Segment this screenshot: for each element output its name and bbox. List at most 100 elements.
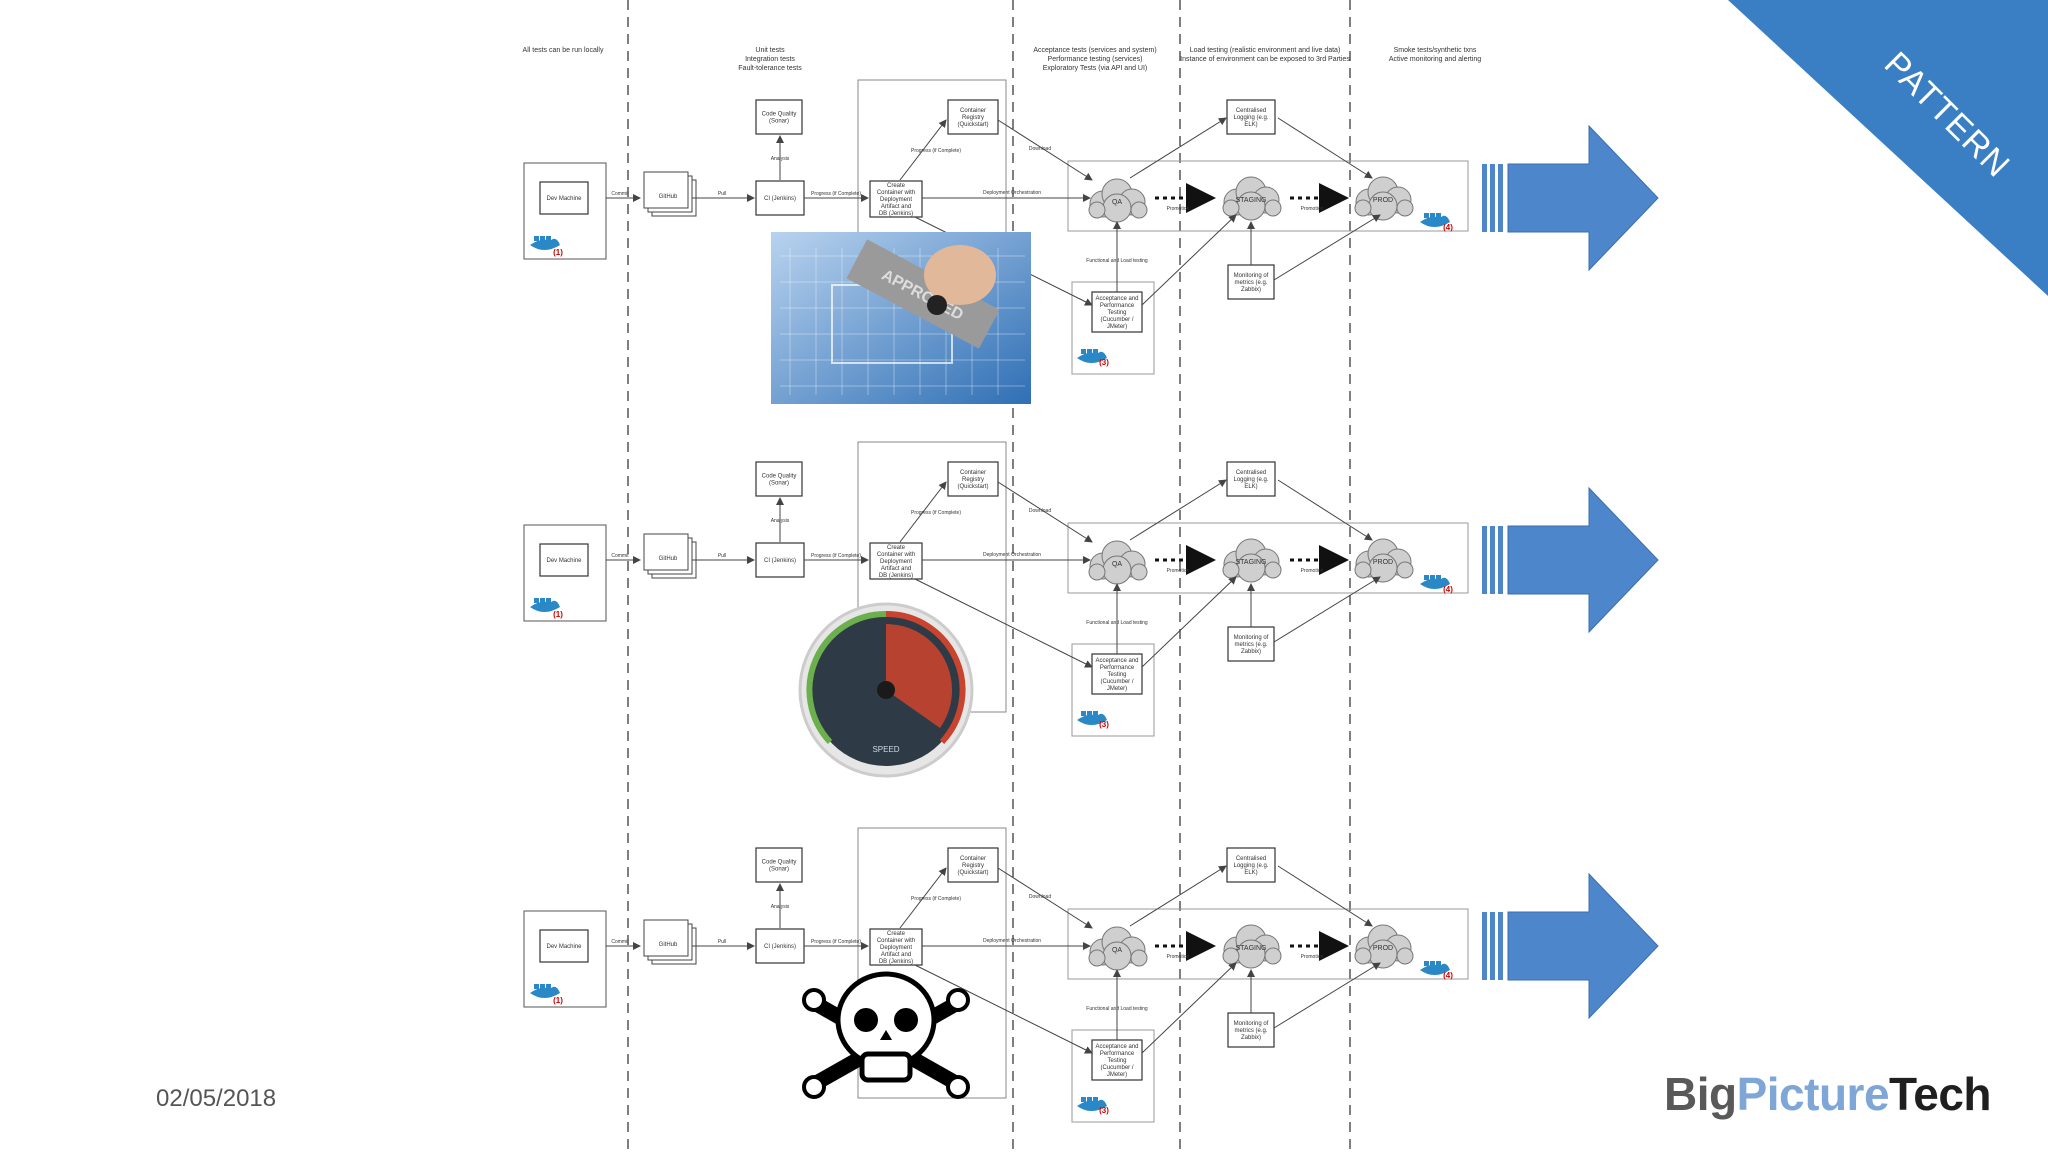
logging-box-label: ELK) [1244,870,1257,876]
edge-label: Pull [718,553,726,559]
dev-machine-box [539,929,589,963]
staging-cloud-label: STAGING [1236,197,1267,204]
skull-nose [880,1030,892,1040]
acceptance-box-label: (Cucumber / [1100,1065,1133,1071]
docker-container [534,236,539,241]
stamp-body [846,239,1000,349]
cloud-puff [1088,201,1106,219]
docker-container [540,598,545,603]
docker-whale [1420,577,1450,589]
docker-whale [1077,1099,1107,1111]
prod-cloud-label: PROD [1373,559,1393,566]
connector-arrow [1129,479,1227,541]
build-box-label: DB (Jenkins) [879,573,913,579]
dev-machine-box [539,543,589,577]
monitoring-box-label: Zabbix) [1241,1035,1261,1041]
cloud-puff [1130,563,1148,581]
edge-label: Download [1029,146,1051,152]
connector-arrow [1141,962,1237,1054]
stamp-handle [927,295,947,315]
prod-cloud: PROD [1354,924,1414,969]
docker-container [1430,575,1435,580]
logging-box-label: Logging (e.g. [1233,477,1268,483]
registry-box-label: Container [960,470,986,476]
code-quality-box-label: (Sonar) [769,481,789,487]
code-quality-box-label: (Sonar) [769,867,789,873]
docker-whale [1420,215,1450,227]
acceptance-box [1091,291,1143,333]
lane-header: Exploratory Tests (via API and UI) [1043,65,1148,72]
brand-part-2: Picture [1736,1068,1890,1120]
marker-label: (4) [1443,223,1453,232]
qa-cloud: QA [1088,926,1148,971]
monitoring-box-label: Monitoring of [1234,273,1269,279]
blue-arrow-stripe [1490,164,1495,232]
build-box [869,928,923,966]
connector-arrow [1277,117,1373,179]
edge-label: Analysis [771,904,790,910]
prod-cloud: PROD [1354,538,1414,583]
lane-header: Instance of environment can be exposed t… [1180,56,1350,63]
docker-container [1430,213,1435,218]
prod-cloud-label: PROD [1373,945,1393,952]
staging-cloud: STAGING [1222,176,1282,221]
lane-header: Performance testing (services) [1048,56,1143,63]
blue-arrow-stripe [1482,526,1487,594]
logging-box [1226,461,1276,497]
docker-container [1081,711,1086,716]
edge-label: Functional and Load testing [1086,1006,1148,1012]
marker-label: (1) [553,996,563,1005]
connector-arrow [1129,117,1227,179]
registry-box-label: Container [960,108,986,114]
edge-label: Deployment Orchestration [983,190,1041,196]
gauge-needle-hub [877,681,895,699]
edge-label: Promotion [1301,954,1324,960]
acceptance-box-label: Testing [1107,310,1126,316]
logging-box [1226,847,1276,883]
registry-box-label: Registry [962,115,984,121]
registry-box [947,847,999,883]
marker-label: (1) [553,248,563,257]
acceptance-box-label: Testing [1107,672,1126,678]
skull-eye [894,1008,918,1032]
docker-container [1430,961,1435,966]
docker-container [1087,349,1092,354]
acceptance-box-label: Performance [1100,665,1135,671]
brand-part-3: Tech [1889,1068,1991,1120]
monitoring-box-label: Zabbix) [1241,649,1261,655]
marker-label: (1) [553,610,563,619]
docker-container [1093,711,1098,716]
lane-header: Unit tests [755,47,785,54]
dev-machine-box-label: Dev Machine [546,196,582,202]
lane-header: Smoke tests/synthetic txns [1394,47,1477,54]
acceptance-box-label: Acceptance and [1095,1044,1138,1050]
code-quality-box [755,99,803,135]
monitoring-box [1227,1012,1275,1048]
edge-label: Pull [718,939,726,945]
bone-end [946,988,970,1012]
cloud-puff [1088,949,1106,967]
lane-header: Active monitoring and alerting [1389,56,1481,63]
code-quality-box-label: Code Quality [762,474,797,480]
blue-arrow [1507,486,1659,634]
speed-gauge-icon: SPEED [798,602,974,778]
connector-arrow [1277,865,1373,927]
staging-cloud: STAGING [1222,538,1282,583]
edge-label: Progress (if Complete) [911,896,961,902]
monitoring-box-label: metrics (e.g. [1234,642,1267,648]
docker-container [1087,711,1092,716]
test-environment-frame [1071,281,1155,375]
edge-label: Functional and Load testing [1086,258,1148,264]
monitoring-box-label: Zabbix) [1241,287,1261,293]
edge-label: Progress (if Complete) [811,939,861,945]
blue-arrow-stripe [1490,912,1495,980]
acceptance-box-label: Testing [1107,1058,1126,1064]
connector-arrow [899,867,947,929]
acceptance-box-label: JMeter) [1107,1072,1127,1078]
docker-container [1093,349,1098,354]
monitoring-box-label: Monitoring of [1234,1021,1269,1027]
docker-container [546,236,551,241]
code-quality-box-label: Code Quality [762,112,797,118]
